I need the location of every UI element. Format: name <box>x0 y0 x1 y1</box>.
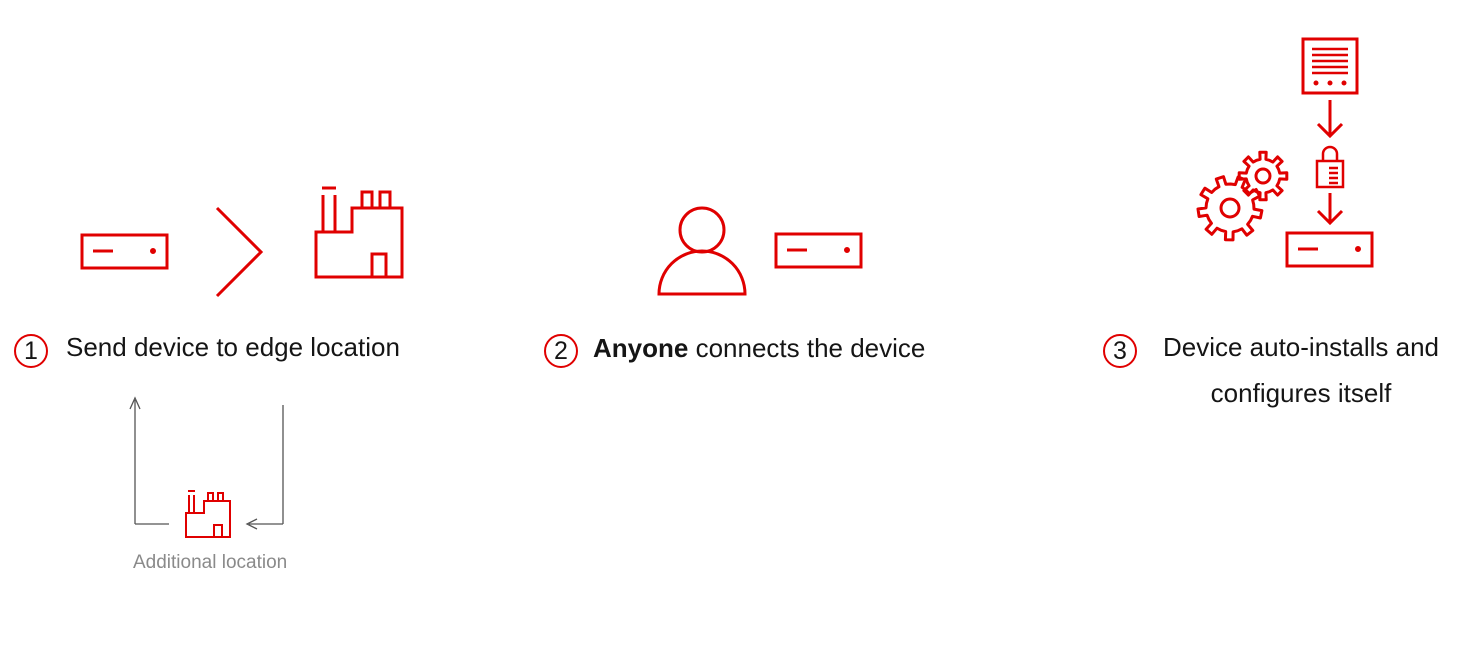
gear-hole <box>1219 197 1241 219</box>
device-icon <box>1285 231 1374 268</box>
gear-outline <box>1237 150 1289 202</box>
gear-hole <box>1254 167 1272 185</box>
arrow-up-icon <box>129 396 141 410</box>
factory-icon <box>314 186 404 279</box>
step-1-label: Send device to edge location <box>66 332 400 362</box>
step-3-badge: 3 <box>1103 334 1137 368</box>
step-1-badge: 1 <box>14 334 48 368</box>
step-3-label: Device auto-installs and configures itse… <box>1140 324 1462 416</box>
loop-arrow-left <box>249 405 284 525</box>
factory-icon <box>185 490 231 538</box>
step-2-badge: 2 <box>544 334 578 368</box>
device-icon <box>80 233 169 270</box>
additional-location-label: Additional location <box>133 552 288 573</box>
gear-outline <box>1196 175 1264 242</box>
lock-icon <box>1315 145 1345 189</box>
arrow-down-icon <box>1316 100 1344 139</box>
person-icon <box>657 206 747 296</box>
loop-arrow-up <box>134 400 169 525</box>
step-3-line-1: Device auto-installs and <box>1162 332 1440 362</box>
arrow-left-icon <box>245 518 258 530</box>
step-2-emphasis: Anyone <box>593 333 689 363</box>
arrow-down-icon <box>1316 193 1344 226</box>
chevron-right-icon <box>215 206 264 298</box>
gears-icon <box>1196 150 1289 242</box>
step-2-text: connects the device <box>688 333 926 363</box>
step-3-line-2: configures itself <box>1210 378 1392 408</box>
device-icon <box>774 232 863 269</box>
server-rack-icon <box>1301 37 1359 95</box>
step-2-label: Anyone connects the device <box>593 325 925 371</box>
